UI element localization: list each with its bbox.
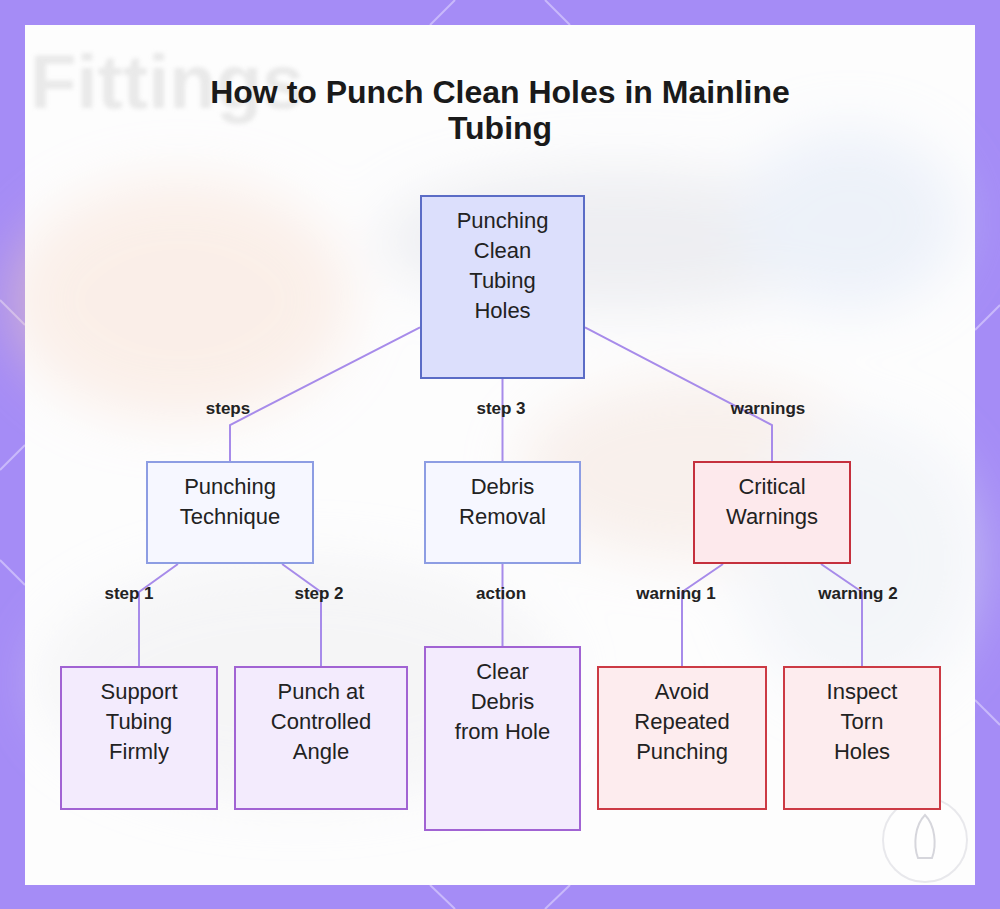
process-box: Critical Warnings	[693, 461, 851, 564]
process-box: Avoid Repeated Punching	[597, 666, 767, 810]
edge-label: warning 2	[818, 584, 897, 604]
panel-veil	[25, 25, 975, 885]
edge-label: warning 1	[636, 584, 715, 604]
node-text: Avoid Repeated Punching	[626, 677, 738, 767]
node-text: Support Tubing Firmly	[84, 677, 194, 767]
process-box: Clear Debris from Hole	[424, 646, 581, 831]
logo-symbol	[915, 815, 934, 858]
diagram-title: How to Punch Clean Holes in Mainline Tub…	[170, 74, 830, 146]
edge-label: action	[476, 584, 526, 604]
process-box: Punching Technique	[146, 461, 314, 564]
connector	[502, 379, 504, 461]
node-text: Clear Debris from Hole	[450, 657, 556, 747]
process-box: Inspect Torn Holes	[783, 666, 941, 810]
process-box: Punching Clean Tubing Holes	[420, 195, 585, 379]
connector	[585, 327, 772, 461]
node-text: Punching Technique	[165, 472, 295, 532]
edge-label: step 2	[294, 584, 343, 604]
connector	[139, 564, 178, 666]
logo-badge	[883, 798, 967, 882]
edge-label: step 1	[104, 584, 153, 604]
connector	[821, 564, 862, 666]
node-text: Punch at Controlled Angle	[260, 677, 382, 767]
connector	[230, 327, 420, 461]
process-box: Support Tubing Firmly	[60, 666, 218, 810]
process-box: Debris Removal	[424, 461, 581, 564]
connector	[682, 564, 723, 666]
edge-label: warnings	[731, 399, 806, 419]
process-box: Punch at Controlled Angle	[234, 666, 408, 810]
node-text: Debris Removal	[443, 472, 563, 532]
edge-label: step 3	[476, 399, 525, 419]
node-text: Punching Clean Tubing Holes	[447, 206, 559, 326]
panel	[25, 25, 975, 885]
node-text: Critical Warnings	[712, 472, 832, 532]
connector	[282, 564, 321, 666]
node-text: Inspect Torn Holes	[817, 677, 907, 767]
edge-label: steps	[206, 399, 250, 419]
connector	[502, 564, 504, 646]
